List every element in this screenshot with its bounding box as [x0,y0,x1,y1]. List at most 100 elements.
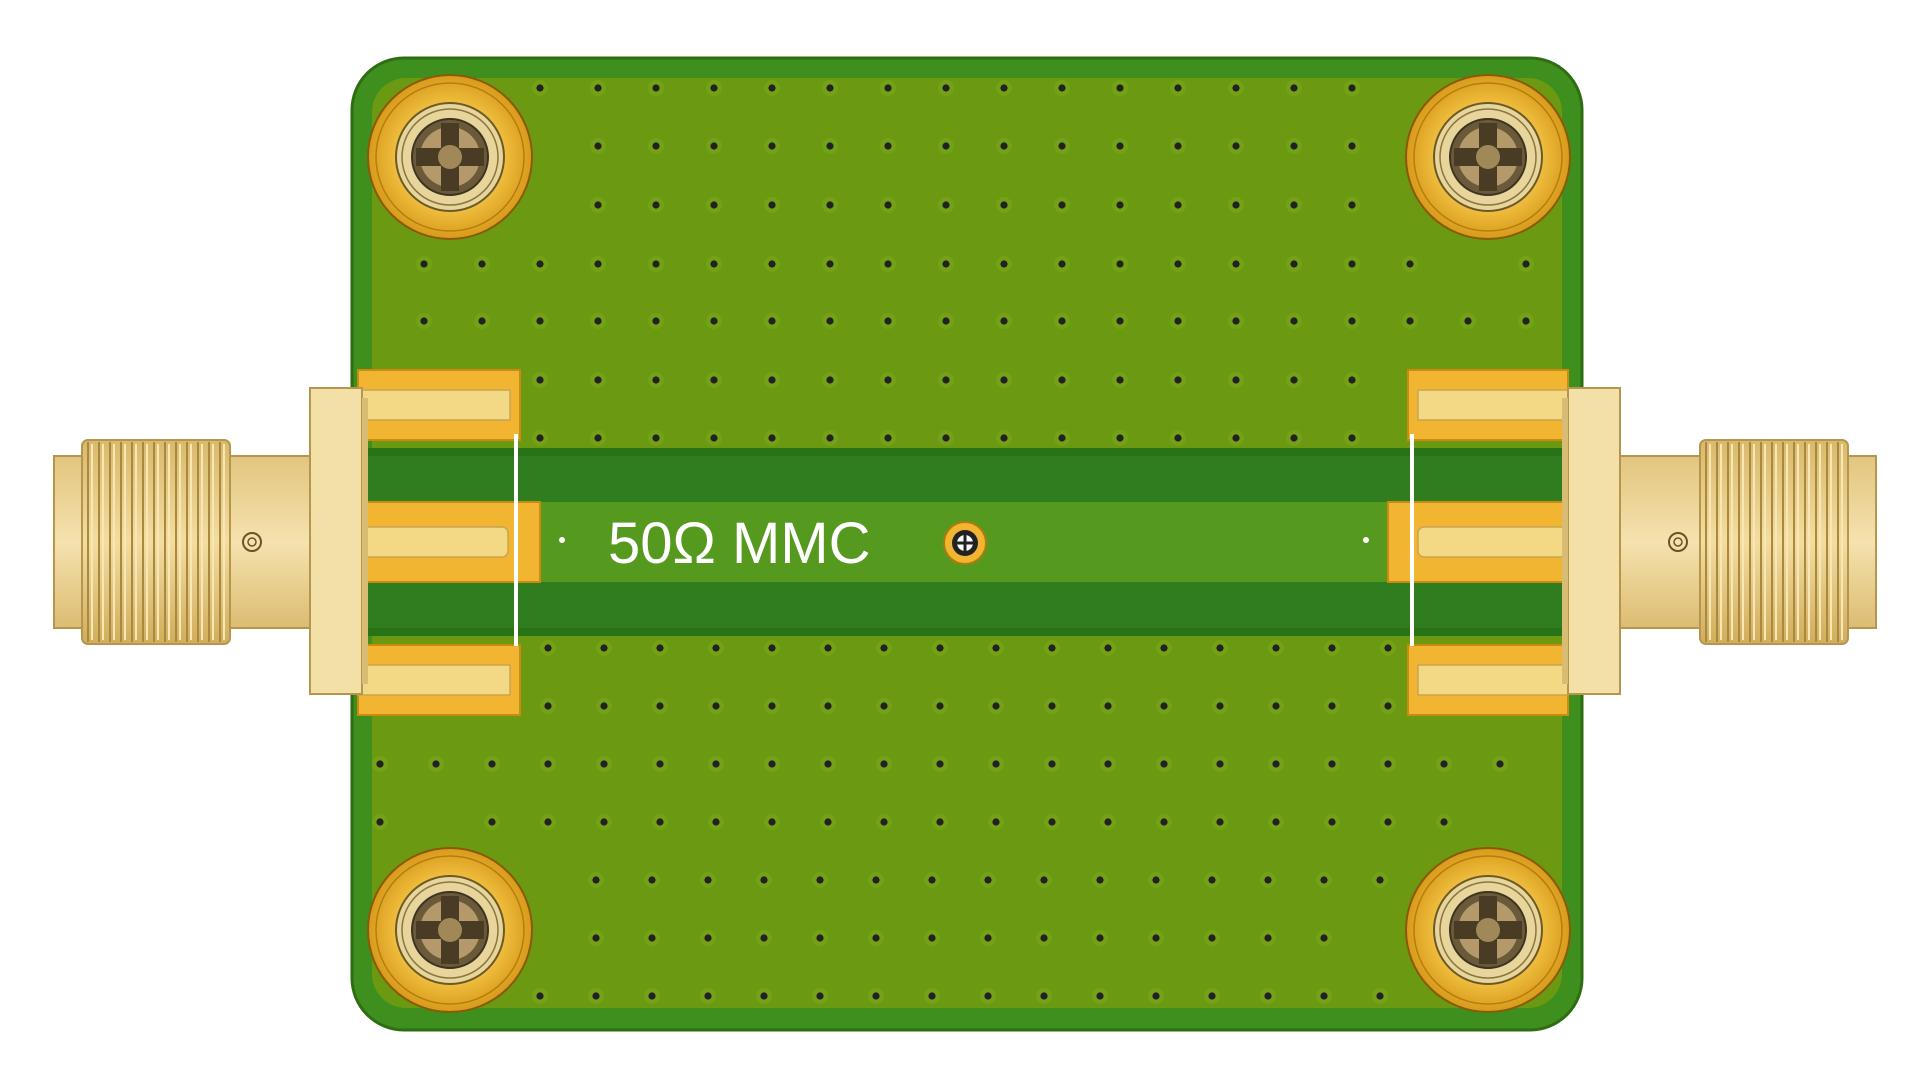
via-icon [532,80,548,96]
screw-icon [1405,847,1571,1013]
via-icon [1044,756,1060,772]
via-icon [1344,430,1360,446]
via-icon [996,138,1012,154]
via-icon [648,430,664,446]
right-launch-pads [1387,369,1569,716]
via-icon [652,698,668,714]
via-icon [1518,256,1534,272]
via-icon [1112,372,1128,388]
via-icon [1286,197,1302,213]
via-icon [764,80,780,96]
via-icon [540,814,556,830]
via-icon [1036,988,1052,1004]
via-icon [1268,640,1284,656]
via-icon [764,640,780,656]
via-icon [1380,814,1396,830]
via-icon [1324,756,1340,772]
via-icon [1170,430,1186,446]
via-icon [1286,80,1302,96]
via-icon [1344,80,1360,96]
via-icon [764,313,780,329]
via-icon [588,988,604,1004]
via-icon [590,256,606,272]
via-icon [1170,372,1186,388]
via-icon [1260,988,1276,1004]
via-icon [372,814,388,830]
via-icon [1268,814,1284,830]
via-icon [532,256,548,272]
via-icon [1092,872,1108,888]
via-icon [1402,256,1418,272]
via-icon [484,814,500,830]
via-icon [1324,698,1340,714]
left-sma-connector-icon [53,387,368,695]
via-icon [708,640,724,656]
via-icon [652,756,668,772]
via-icon [1100,640,1116,656]
via-icon [1112,256,1128,272]
via-icon [590,80,606,96]
via-icon [1156,698,1172,714]
via-icon [1228,430,1244,446]
via-icon [1228,138,1244,154]
via-icon [1286,372,1302,388]
via-icon [1204,872,1220,888]
via-icon [1036,872,1052,888]
via-icon [932,814,948,830]
via-icon [706,430,722,446]
via-icon [1460,313,1476,329]
via-icon [1286,138,1302,154]
via-icon [1204,930,1220,946]
via-icon [1212,814,1228,830]
via-icon [1344,372,1360,388]
via-icon [1036,930,1052,946]
via-icon [938,197,954,213]
via-icon [588,930,604,946]
via-icon [1112,80,1128,96]
via-icon [1112,138,1128,154]
via-icon [932,756,948,772]
via-icon [532,372,548,388]
via-icon [938,372,954,388]
via-icon [1100,698,1116,714]
via-icon [880,372,896,388]
via-icon [532,313,548,329]
via-icon [924,872,940,888]
via-icon [880,430,896,446]
via-icon [1170,256,1186,272]
via-icon [1316,872,1332,888]
via-icon [1054,197,1070,213]
via-icon [996,430,1012,446]
screw-icon [1405,74,1571,240]
via-icon [1380,698,1396,714]
via-icon [1054,80,1070,96]
via-icon [764,698,780,714]
via-icon [700,872,716,888]
via-icon [706,372,722,388]
via-icon [1324,640,1340,656]
via-icon [1436,756,1452,772]
via-icon [706,256,722,272]
via-icon [996,256,1012,272]
via-icon [756,930,772,946]
via-icon [1054,372,1070,388]
via-icon [880,80,896,96]
via-icon [938,430,954,446]
gap-shadow-top [360,448,1575,456]
via-icon [988,814,1004,830]
via-icon [820,756,836,772]
via-icon [590,430,606,446]
via-icon [1518,313,1534,329]
via-icon [1316,988,1332,1004]
via-icon [596,814,612,830]
via-icon [1380,756,1396,772]
via-icon [764,814,780,830]
via-icon [648,80,664,96]
via-icon [1228,197,1244,213]
via-icon [1316,930,1332,946]
via-icon [540,756,556,772]
gap-shadow-bottom [360,628,1575,636]
via-icon [596,640,612,656]
via-icon [876,698,892,714]
